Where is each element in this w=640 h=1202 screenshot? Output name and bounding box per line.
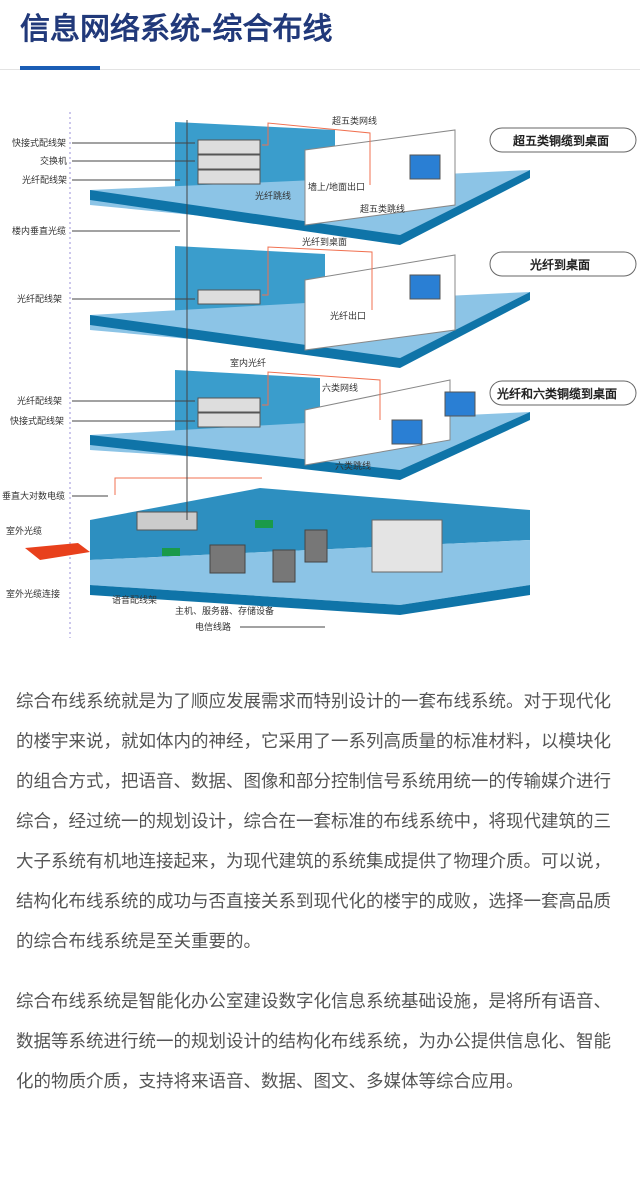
label: 墙上/地面出口 xyxy=(308,181,365,193)
voice-panel-icon xyxy=(255,520,273,528)
label: 快接式配线架 xyxy=(12,137,66,149)
label: 光纤配线架 xyxy=(17,395,62,407)
computer-icon xyxy=(409,274,441,300)
label: 光纤跳线 xyxy=(255,190,291,202)
label: 超五类网线 xyxy=(332,115,377,127)
label: 室外光缆连接 xyxy=(6,588,60,600)
voice-panel-icon xyxy=(162,548,180,556)
title-accent-bar xyxy=(20,66,100,70)
label: 交换机 xyxy=(40,155,67,167)
floor-1 xyxy=(90,122,530,245)
label: 主机、服务器、存储设备 xyxy=(175,605,274,617)
computer-icon xyxy=(391,419,423,445)
callout-fiber-cat6-to-desk: 光纤和六类铜缆到桌面 xyxy=(496,386,617,401)
label: 六类跳线 xyxy=(335,460,371,472)
title-divider xyxy=(0,69,640,70)
fiber-panel-icon xyxy=(197,397,261,413)
label-leaders xyxy=(72,142,195,497)
label: 光纤到桌面 xyxy=(302,236,347,248)
server-icon xyxy=(272,549,296,583)
storage-icon xyxy=(371,519,443,573)
basement-floor xyxy=(25,477,530,615)
fiber-panel-icon xyxy=(197,169,261,185)
page-title: 信息网络系统-综合布线 xyxy=(20,12,333,47)
paragraph-intro: 综合布线系统就是为了顺应发展需求而特别设计的一套布线系统。对于现代化的楼宇来说，… xyxy=(16,692,611,952)
label: 六类网线 xyxy=(322,382,358,394)
label: 室内光纤 xyxy=(230,357,266,369)
label: 光纤出口 xyxy=(330,310,366,322)
label: 快接式配线架 xyxy=(10,415,64,427)
server-icon xyxy=(304,529,328,563)
left-labels: 快接式配线架 交换机 光纤配线架 楼内垂直光缆 光纤配线架 光纤配线架 快接式配… xyxy=(2,137,67,600)
switch-icon xyxy=(197,154,261,170)
label: 室外光缆 xyxy=(6,525,42,537)
label: 光纤配线架 xyxy=(17,293,62,305)
paragraph-office: 综合布线系统是智能化办公室建设数字化信息系统基础设施，是将所有语音、数据等系统进… xyxy=(16,992,611,1092)
server-icon xyxy=(209,544,246,574)
floor-2 xyxy=(90,246,530,368)
floor-3 xyxy=(90,370,530,480)
label: 楼内垂直光缆 xyxy=(12,225,66,237)
callouts: 超五类铜缆到桌面 光纤到桌面 光纤和六类铜缆到桌面 xyxy=(489,127,637,406)
cabling-diagram: 快接式配线架 交换机 光纤配线架 楼内垂直光缆 光纤配线架 光纤配线架 快接式配… xyxy=(2,112,637,638)
outdoor-fiber-connection-icon xyxy=(25,543,90,560)
label: 电信线路 xyxy=(195,621,231,633)
callout-cat5e-to-desk: 超五类铜缆到桌面 xyxy=(512,133,609,148)
fiber-panel-icon xyxy=(197,289,261,305)
patch-panel-icon xyxy=(197,139,261,155)
patch-panel-icon xyxy=(197,412,261,428)
label: 超五类跳线 xyxy=(360,203,405,215)
server-rack-icon xyxy=(136,511,198,531)
computer-icon xyxy=(444,391,476,417)
computer-icon xyxy=(409,154,441,180)
label: 垂直大对数电缆 xyxy=(2,490,65,502)
label: 光纤配线架 xyxy=(22,174,67,186)
callout-fiber-to-desk: 光纤到桌面 xyxy=(529,257,590,272)
label: 语音配线架 xyxy=(112,594,157,606)
